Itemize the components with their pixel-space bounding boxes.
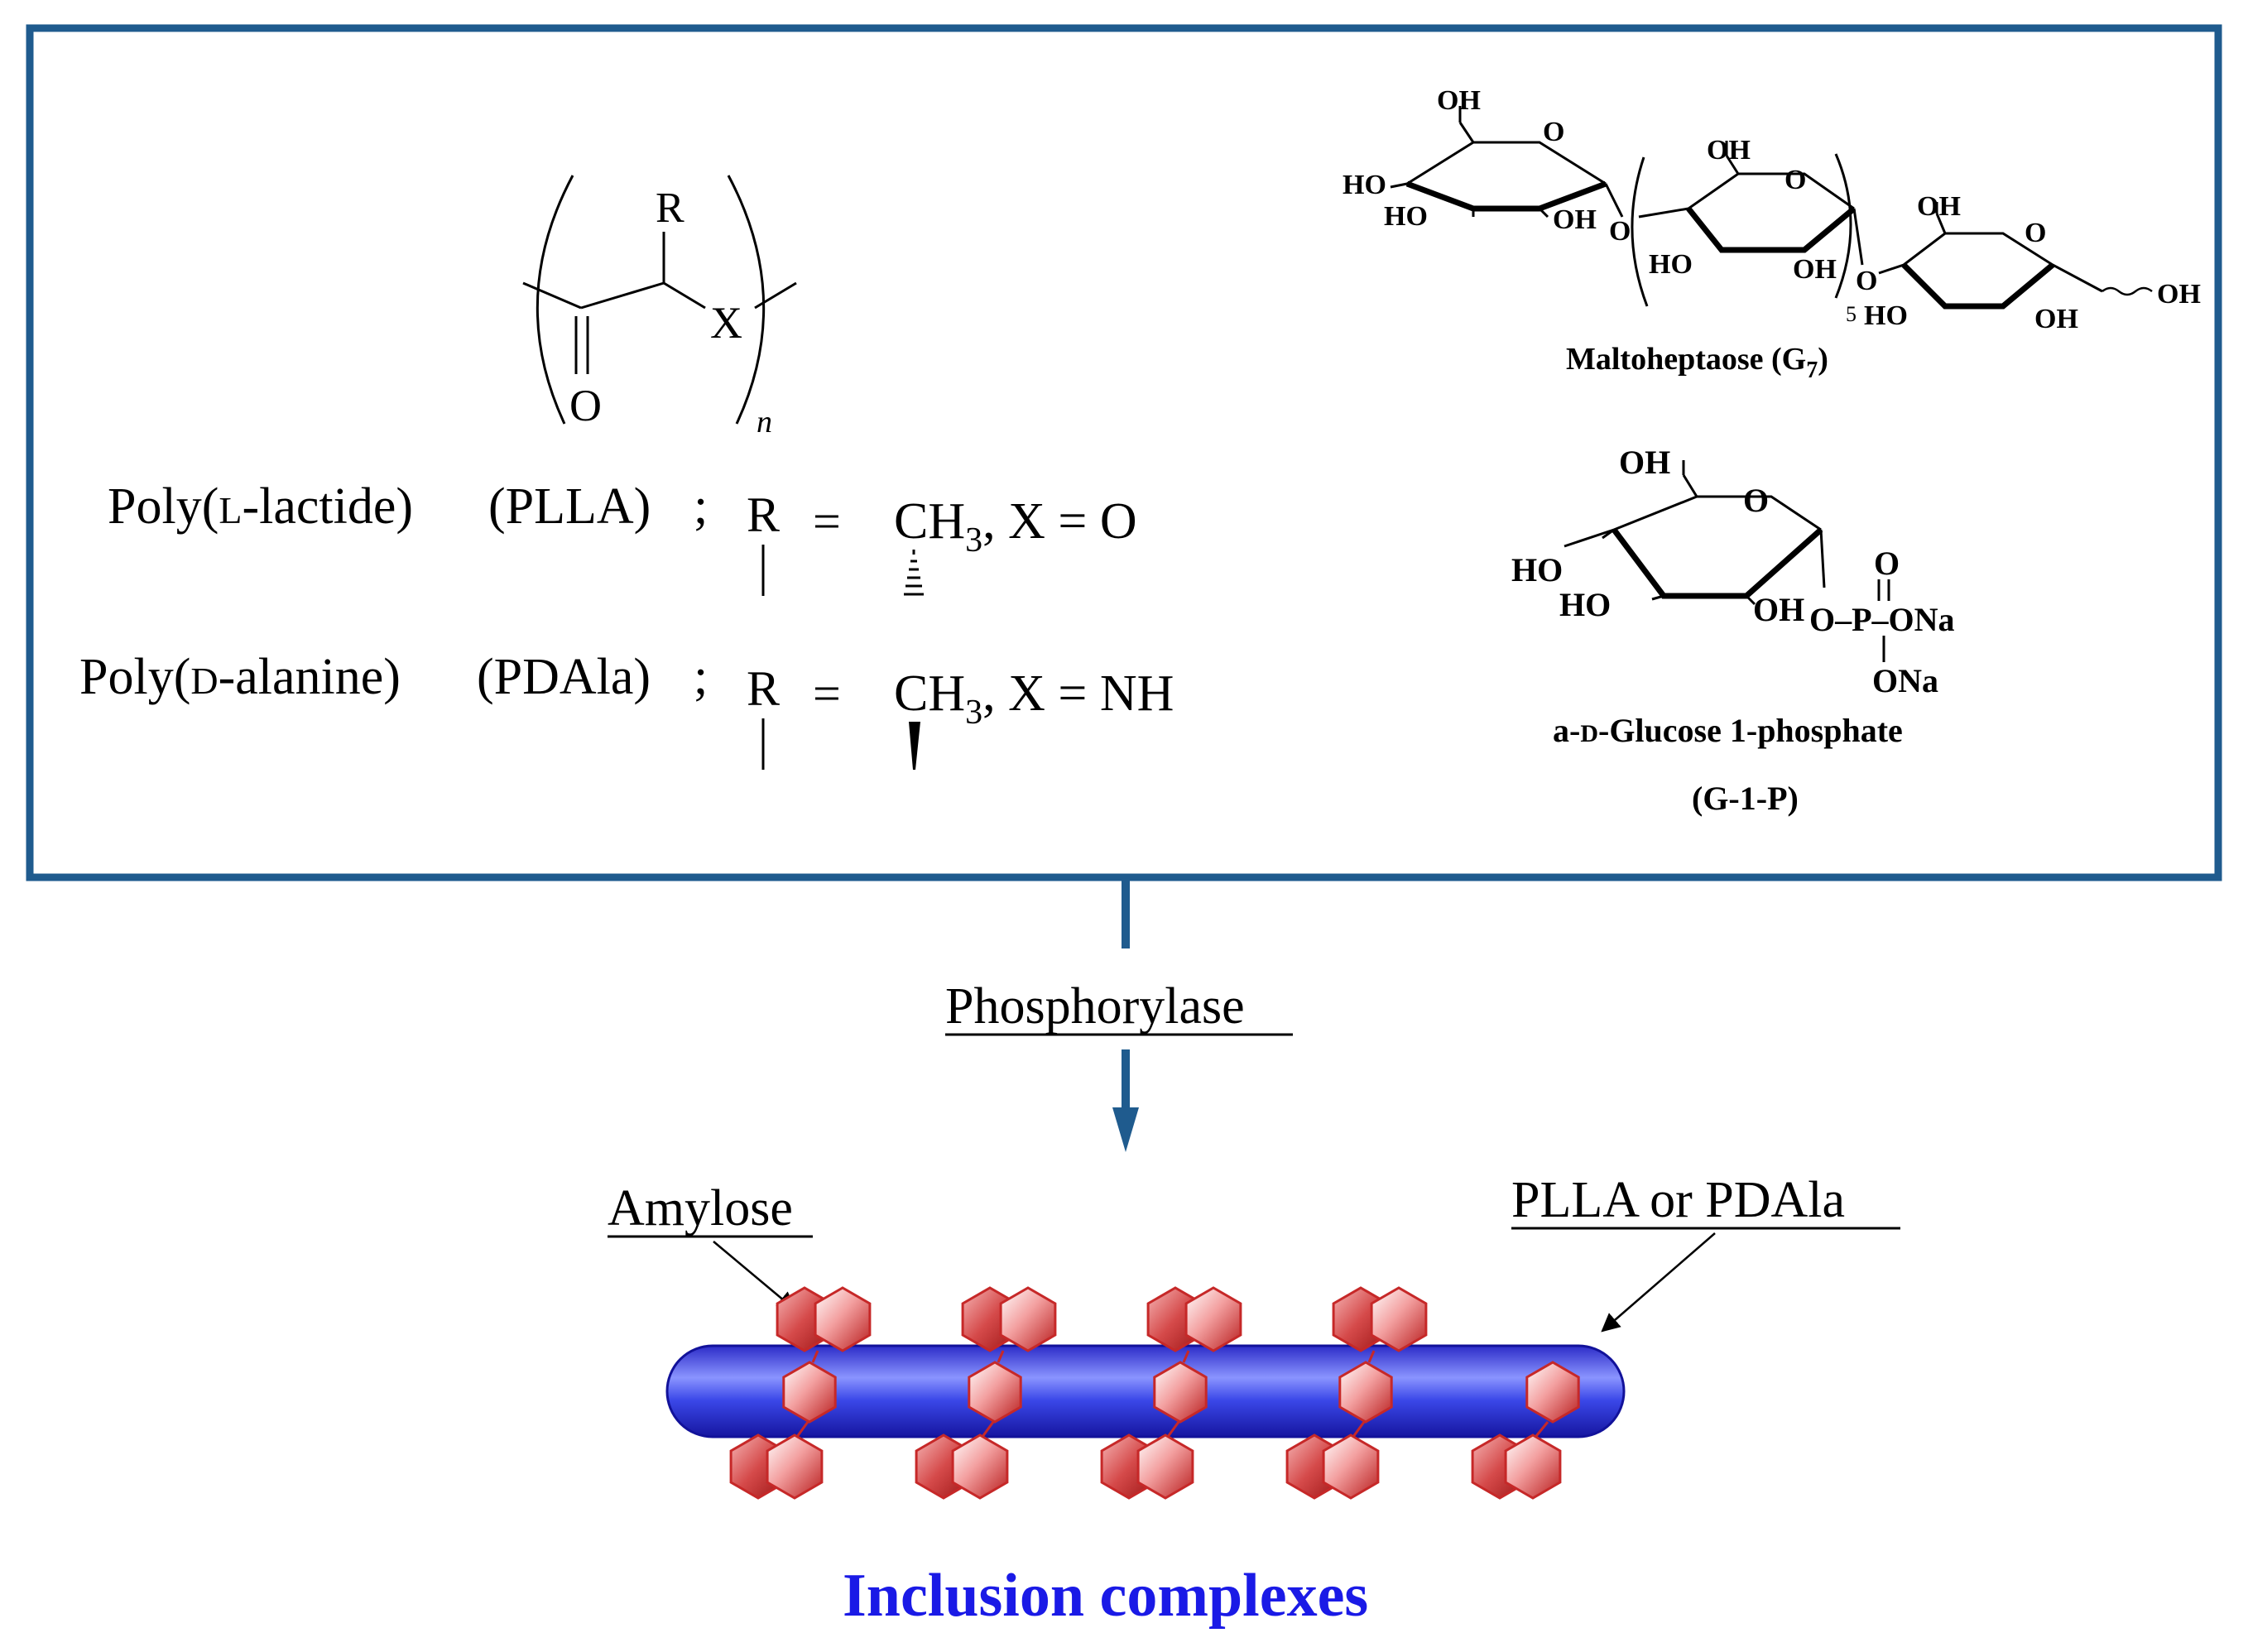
malto-ho-1: HO: [1343, 170, 1386, 200]
glucose-unit-ring: [1153, 1361, 1208, 1424]
pdala-group: CH3, X = NH: [894, 665, 1174, 732]
monomer-x-label: X: [710, 298, 742, 348]
malto-oh-3: OH: [1707, 135, 1751, 166]
monomer-structure: [522, 175, 797, 425]
reaction-arrowhead: [1112, 1107, 1139, 1152]
glucose-unit-ring: [814, 1286, 872, 1352]
g1p-label: a-D-Glucose 1-phosphate: [1553, 712, 1903, 749]
plla-group: CH3, X = O: [894, 493, 1137, 559]
malto-oh-2: OH: [1553, 204, 1597, 235]
guest-label: PLLA or PDAla: [1511, 1172, 1845, 1228]
enzyme-label: Phosphorylase: [945, 978, 1245, 1035]
malto-oh-7: OH: [2157, 279, 2201, 310]
pdala-equals: =: [813, 666, 841, 721]
glucose-unit-ring: [951, 1433, 1009, 1500]
g1p-ho-1: HO: [1511, 551, 1563, 588]
glucose-unit-ring: [782, 1361, 837, 1424]
polymer-row-plla: Poly(L-lactide) (PLLA) ; R = CH3, X = O: [108, 478, 1137, 596]
malto-oh-4: OH: [1793, 254, 1837, 285]
g1p-oh-2: OH: [1753, 591, 1804, 628]
complex-title: Inclusion complexes: [843, 1562, 1368, 1630]
glucose-unit-ring: [1184, 1286, 1242, 1352]
malto-oh-6: OH: [2034, 304, 2078, 334]
helix-linkage: [997, 1350, 1005, 1363]
pdala-separator: ;: [694, 649, 708, 705]
polymer-row-pdala: Poly(D-alanine) (PDAla) ; R = CH3, X = N…: [79, 649, 1174, 770]
reactants-frame: [26, 24, 2222, 881]
amylose-label: Amylose: [608, 1180, 793, 1237]
monomer-n-label: n: [757, 405, 772, 439]
plla-r-symbol: R: [747, 487, 780, 542]
glucose-unit-ring: [1370, 1286, 1428, 1352]
guest-polymer-tube: [665, 1344, 1626, 1438]
monomer-o-label: O: [569, 381, 602, 430]
guest-pointer: [1601, 1232, 1716, 1333]
glucose-unit-ring: [1338, 1361, 1393, 1424]
g1p-structure: OH O HO HO OH O O–P–ONa ONa a-D-Glucose …: [1511, 444, 1955, 817]
glucose-unit-ring: [766, 1433, 824, 1500]
pdala-name: Poly(D-alanine): [79, 649, 401, 705]
g1p-o-ring: O: [1743, 482, 1769, 519]
helix-linkage: [811, 1350, 819, 1363]
g1p-oh-1: OH: [1619, 444, 1670, 481]
monomer-r-label: R: [656, 185, 684, 232]
g1p-o-double: O: [1874, 545, 1900, 582]
plla-equals: =: [813, 494, 841, 549]
malto-o-1: O: [1543, 117, 1564, 147]
malto-oh-5: OH: [1917, 191, 1961, 222]
helix-linkage: [1182, 1350, 1190, 1363]
malto-o-link-2: O: [1856, 266, 1877, 296]
maltoheptaose-structure: OH O HO HO OH O OH O HO OH O 5 OH O HO O…: [1343, 85, 2201, 383]
glucose-unit-ring: [1322, 1433, 1380, 1500]
malto-ho-4: HO: [1864, 300, 1908, 331]
helix-linkage: [1367, 1350, 1376, 1363]
malto-repeat-count: 5: [1846, 302, 1857, 326]
malto-o-3: O: [2025, 218, 2046, 248]
glucose-unit-ring: [1504, 1433, 1562, 1500]
glucose-unit-ring: [999, 1286, 1057, 1352]
pdala-r-symbol: R: [747, 661, 780, 716]
malto-o-link-1: O: [1609, 216, 1631, 247]
g1p-abbr: (G-1-P): [1692, 780, 1799, 817]
plla-name: Poly(L-lactide): [108, 478, 413, 535]
plla-abbr: (PLLA): [488, 478, 651, 535]
pdala-wedge-bond: [909, 722, 920, 770]
plla-separator: ;: [694, 478, 708, 535]
glucose-unit-ring: [1136, 1433, 1194, 1500]
g1p-ona: ONa: [1872, 662, 1938, 699]
malto-o-2: O: [1784, 165, 1806, 195]
pdala-abbr: (PDAla): [477, 649, 651, 705]
plla-hashed-bond: [904, 550, 924, 596]
glucose-unit-ring: [1525, 1361, 1580, 1424]
g1p-ho-2: HO: [1559, 586, 1611, 623]
maltoheptaose-label: Maltoheptaose (G7): [1566, 342, 1828, 383]
malto-ho-2: HO: [1384, 201, 1428, 232]
amylose-pointer: [713, 1241, 796, 1311]
malto-oh-1: OH: [1437, 85, 1481, 116]
g1p-phosphate-chain: O–P–ONa: [1809, 601, 1955, 638]
amylose-helix-front: [729, 1286, 1580, 1500]
glucose-unit-ring: [968, 1361, 1022, 1424]
malto-ho-3: HO: [1649, 249, 1693, 280]
